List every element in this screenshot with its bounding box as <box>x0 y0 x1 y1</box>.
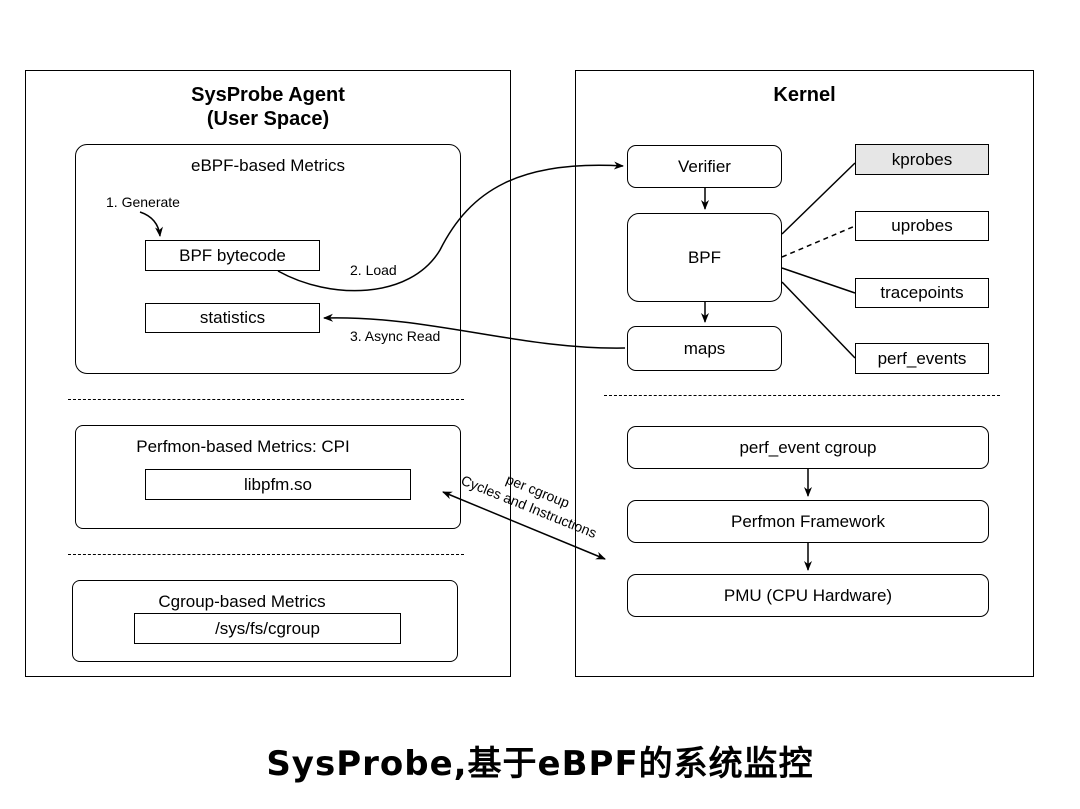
probe-perf-events: perf_events <box>855 343 989 374</box>
agent-divider-1 <box>68 399 464 400</box>
kernel-title: Kernel <box>773 84 836 106</box>
agent-title-line1: SysProbe Agent <box>191 84 345 106</box>
pmu-node: PMU (CPU Hardware) <box>627 574 989 617</box>
libpfm-box: libpfm.so <box>145 469 411 500</box>
probe-uprobes: uprobes <box>855 211 989 241</box>
generate-label: 1. Generate <box>106 194 180 210</box>
kernel-divider <box>604 395 1000 396</box>
maps-node: maps <box>627 326 782 371</box>
verifier-node: Verifier <box>627 145 782 188</box>
agent-title-line2: (User Space) <box>206 108 330 130</box>
cgroup-section-title: Cgroup-based Metrics <box>158 592 326 611</box>
statistics-box: statistics <box>145 303 320 333</box>
per-cgroup-label: per cgroup <box>504 471 572 511</box>
probe-tracepoints: tracepoints <box>855 278 989 308</box>
diagram-caption: SysProbe,基于eBPF的系统监控 <box>266 744 814 784</box>
load-label: 2. Load <box>350 262 397 278</box>
agent-title: SysProbe Agent (User Space) <box>25 83 511 131</box>
probe-kprobes: kprobes <box>855 144 989 175</box>
cgroup-path-box: /sys/fs/cgroup <box>134 613 401 644</box>
perfmon-framework-node: Perfmon Framework <box>627 500 989 543</box>
perf-event-cgroup-node: perf_event cgroup <box>627 426 989 469</box>
bpf-node: BPF <box>627 213 782 302</box>
perfmon-section-title: Perfmon-based Metrics: CPI <box>136 437 350 456</box>
ebpf-section-title: eBPF-based Metrics <box>191 156 345 175</box>
agent-divider-2 <box>68 554 464 555</box>
async-read-label: 3. Async Read <box>350 328 441 344</box>
bpf-bytecode-box: BPF bytecode <box>145 240 320 271</box>
